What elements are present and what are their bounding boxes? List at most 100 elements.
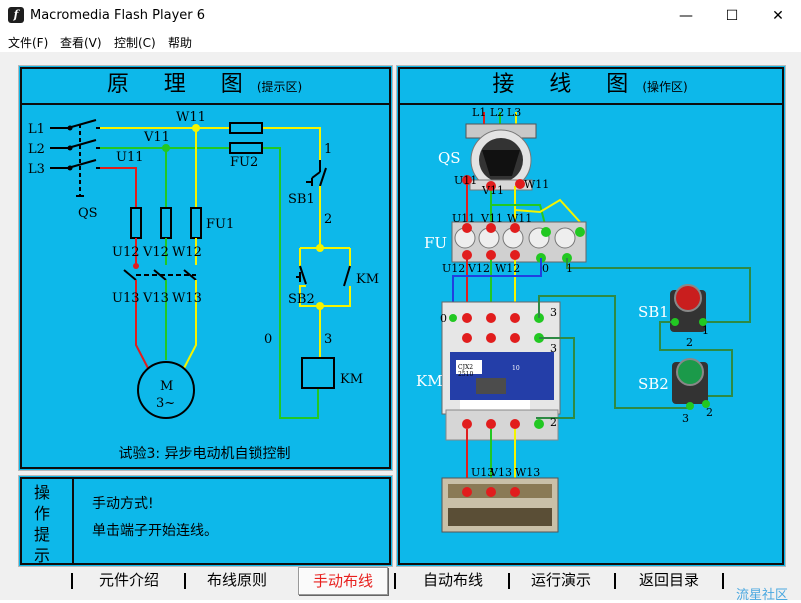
- label-V11: V11: [143, 130, 170, 145]
- wiring-label-V13: V13: [489, 466, 512, 479]
- wiring-label-W11b: W11: [507, 212, 532, 225]
- label-U12: U12: [112, 245, 140, 260]
- wiring-label-km-2: 2: [550, 416, 557, 429]
- label-FU2: FU2: [230, 155, 258, 170]
- wiring-label-L3: L3: [507, 106, 521, 119]
- nav-separator: [722, 573, 724, 589]
- wiring-label-U11a: U11: [454, 174, 477, 187]
- minimize-button[interactable]: —: [679, 8, 693, 24]
- label-W11: W11: [176, 110, 206, 125]
- label-node-1: 1: [324, 142, 332, 157]
- wiring-title: 接 线 图: [492, 72, 643, 97]
- label-L3: L3: [28, 162, 45, 177]
- nav-separator: [614, 573, 616, 589]
- watermark: 流星社区: [736, 588, 789, 603]
- motor-symbol: [137, 361, 195, 419]
- wiring-label-QS: QS: [438, 149, 461, 167]
- label-L2: L2: [28, 142, 45, 157]
- operation-panel: [18, 475, 393, 567]
- menu-view[interactable]: 查看(V): [60, 36, 102, 50]
- schematic-subtitle: (提示区): [256, 80, 303, 94]
- wiring-label-fu-1: 1: [566, 262, 573, 275]
- menu-file[interactable]: 文件(F): [8, 36, 49, 50]
- km-model-label: 2510: [458, 371, 473, 378]
- label-W12: W12: [172, 245, 202, 260]
- label-motor: M: [160, 379, 173, 394]
- schematic-caption: 试验3: 异步电动机自锁控制: [118, 446, 291, 462]
- label-V13: V13: [142, 291, 169, 306]
- wiring-label-km-0: 0: [440, 312, 447, 325]
- km-contactor: CJX2 2510 10: [441, 301, 561, 441]
- wiring-label-W12: W12: [495, 262, 520, 275]
- window-title: Macromedia Flash Player 6: [30, 8, 206, 23]
- menu-control[interactable]: 控制(C): [114, 36, 156, 50]
- wiring-label-U12: U12: [442, 262, 465, 275]
- label-L1: L1: [28, 122, 45, 137]
- label-motor-sub: 3~: [156, 396, 175, 411]
- nav-manual-wiring[interactable]: 手动布线: [298, 567, 388, 595]
- label-FU1: FU1: [206, 217, 234, 232]
- sb2-button[interactable]: [672, 358, 708, 404]
- nav-run-demo[interactable]: 运行演示: [530, 571, 591, 589]
- wiring-label-V11b: V11: [480, 212, 503, 225]
- wiring-header: 接 线 图(操作区): [400, 69, 780, 101]
- wiring-label-V11a: V11: [481, 184, 504, 197]
- km-brand-label: CJX2: [458, 364, 473, 371]
- nav-separator: [71, 573, 73, 589]
- close-button[interactable]: ✕: [772, 8, 784, 24]
- schematic-body-frame: [20, 103, 391, 469]
- nav-separator: [508, 573, 510, 589]
- label-V12: V12: [142, 245, 169, 260]
- wiring-label-KM: KM: [416, 372, 443, 390]
- wiring-label-U13: U13: [471, 466, 494, 479]
- operation-line-1: 手动方式!: [92, 496, 154, 512]
- title-bar: f Macromedia Flash Player 6 — ☐ ✕: [0, 0, 801, 32]
- wiring-label-sb2-2: 2: [706, 406, 713, 419]
- operation-frame: [20, 477, 391, 565]
- km-terminal-l2: [486, 313, 496, 323]
- km-number-label: 10: [512, 365, 520, 372]
- wiring-label-SB1: SB1: [638, 303, 669, 321]
- nav-back-to-menu[interactable]: 返回目录: [638, 571, 699, 589]
- nav-separator: [184, 573, 186, 589]
- wiring-label-W13: W13: [515, 466, 540, 479]
- km-terminal-l1: [462, 313, 472, 323]
- wiring-label-L1: L1: [472, 106, 486, 119]
- sb1-button[interactable]: [670, 284, 706, 332]
- label-KM-contact: KM: [356, 272, 379, 287]
- operation-label: 操作提示: [34, 483, 51, 565]
- label-U11: U11: [116, 150, 144, 165]
- label-QS: QS: [78, 206, 98, 221]
- label-KM-coil: KM: [340, 372, 363, 387]
- wiring-label-sb2-3: 3: [682, 412, 689, 425]
- wiring-label-W11a: W11: [524, 178, 549, 191]
- wiring-label-L2: L2: [490, 106, 504, 119]
- label-SB2: SB2: [288, 292, 315, 307]
- menu-help[interactable]: 帮助: [168, 36, 193, 50]
- operation-divider: [72, 479, 74, 563]
- wiring-label-km-3a: 3: [550, 306, 557, 319]
- flash-icon: f: [8, 7, 24, 23]
- km-terminal-l3: [510, 313, 520, 323]
- nav-separator: [394, 573, 396, 589]
- label-node-3: 3: [324, 332, 332, 347]
- nav-component-intro[interactable]: 元件介绍: [98, 571, 159, 589]
- wiring-label-FU: FU: [424, 234, 447, 252]
- wiring-label-V12: V12: [467, 262, 490, 275]
- wiring-label-fu-0: 0: [542, 262, 549, 275]
- label-node-0: 0: [264, 332, 272, 347]
- nav-auto-wiring[interactable]: 自动布线: [422, 571, 483, 589]
- nav-wiring-principles[interactable]: 布线原则: [206, 571, 267, 589]
- schematic-header: 原 理 图(提示区): [22, 69, 387, 101]
- label-node-2: 2: [324, 212, 332, 227]
- wiring-subtitle: (操作区): [642, 80, 688, 94]
- wiring-label-U11b: U11: [452, 212, 475, 225]
- label-W13: W13: [172, 291, 202, 306]
- wiring-label-sb1-1: 1: [702, 324, 709, 337]
- wiring-label-km-3b: 3: [550, 342, 557, 355]
- menu-bar: 文件(F) 查看(V) 控制(C) 帮助: [0, 32, 801, 52]
- maximize-button[interactable]: ☐: [725, 8, 739, 24]
- schematic-title: 原 理 图: [106, 72, 257, 97]
